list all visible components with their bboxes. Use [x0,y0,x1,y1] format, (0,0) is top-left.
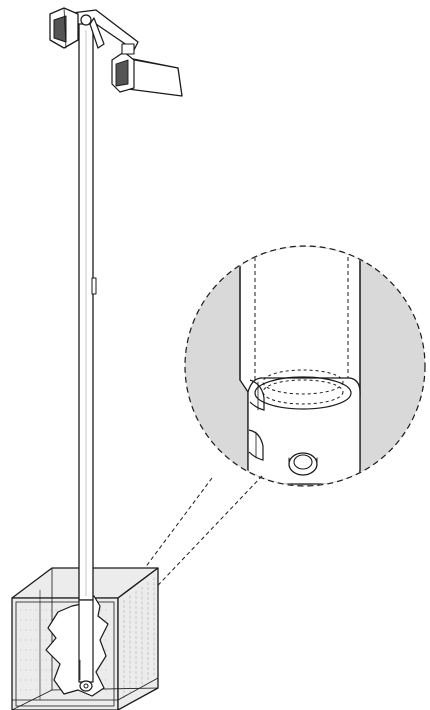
pole [78,21,97,692]
detail-slot-upper [249,379,265,411]
detail-set-screw [288,452,318,476]
floodlight [111,43,183,97]
magnified-pole-detail [239,247,361,485]
pole-clip [91,277,97,295]
floodlight-grille [115,59,129,87]
bracket-pivot [80,14,92,26]
pole-lower-section [78,599,94,683]
detail-slot-lower [248,429,264,461]
detail-socket-rim [254,376,352,410]
detail-magnifier [184,245,426,487]
pole-base-screw [79,680,93,692]
sensor-head [49,7,79,49]
leader-line-upper [117,477,213,605]
top-assembly [49,7,183,97]
